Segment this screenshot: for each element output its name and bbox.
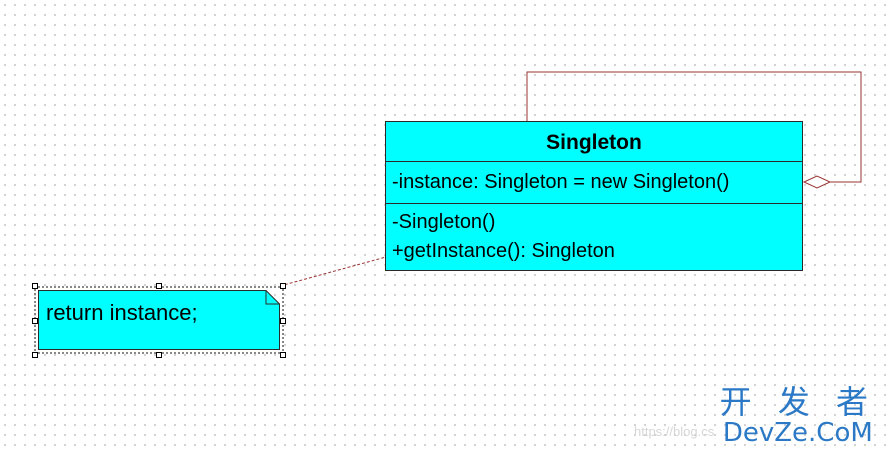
selection-handle[interactable] (32, 318, 38, 324)
selection-handle[interactable] (280, 318, 286, 324)
note-text: return instance; (46, 300, 198, 325)
attribute-instance: -instance: Singleton = new Singleton() (392, 171, 730, 193)
selection-handle[interactable] (32, 352, 38, 358)
faint-url-watermark: https://blog.cs (634, 424, 715, 439)
selection-handle[interactable] (32, 283, 38, 289)
note-link-line[interactable] (279, 256, 387, 287)
watermark: 开 发 者 DevZe.CoM (720, 385, 876, 447)
singleton-class-box[interactable]: Singleton -instance: Singleton = new Sin… (385, 121, 803, 271)
attributes-section: -instance: Singleton = new Singleton() (386, 162, 802, 204)
note-shape (38, 290, 280, 350)
operation-constructor: -Singleton() (392, 211, 496, 233)
selection-handle[interactable] (280, 283, 286, 289)
selection-handle[interactable] (156, 283, 162, 289)
selection-handle[interactable] (280, 352, 286, 358)
self-association-line[interactable] (526, 71, 862, 183)
class-name: Singleton (386, 122, 802, 162)
watermark-chinese: 开 发 者 (719, 383, 876, 421)
operation-get-instance: +getInstance(): Singleton (392, 240, 615, 262)
aggregation-diamond (802, 175, 832, 189)
watermark-brand: DevZe.CoM (722, 418, 873, 448)
note[interactable]: return instance; (34, 286, 284, 354)
selection-handle[interactable] (156, 352, 162, 358)
operations-section: -Singleton() +getInstance(): Singleton (386, 204, 802, 266)
